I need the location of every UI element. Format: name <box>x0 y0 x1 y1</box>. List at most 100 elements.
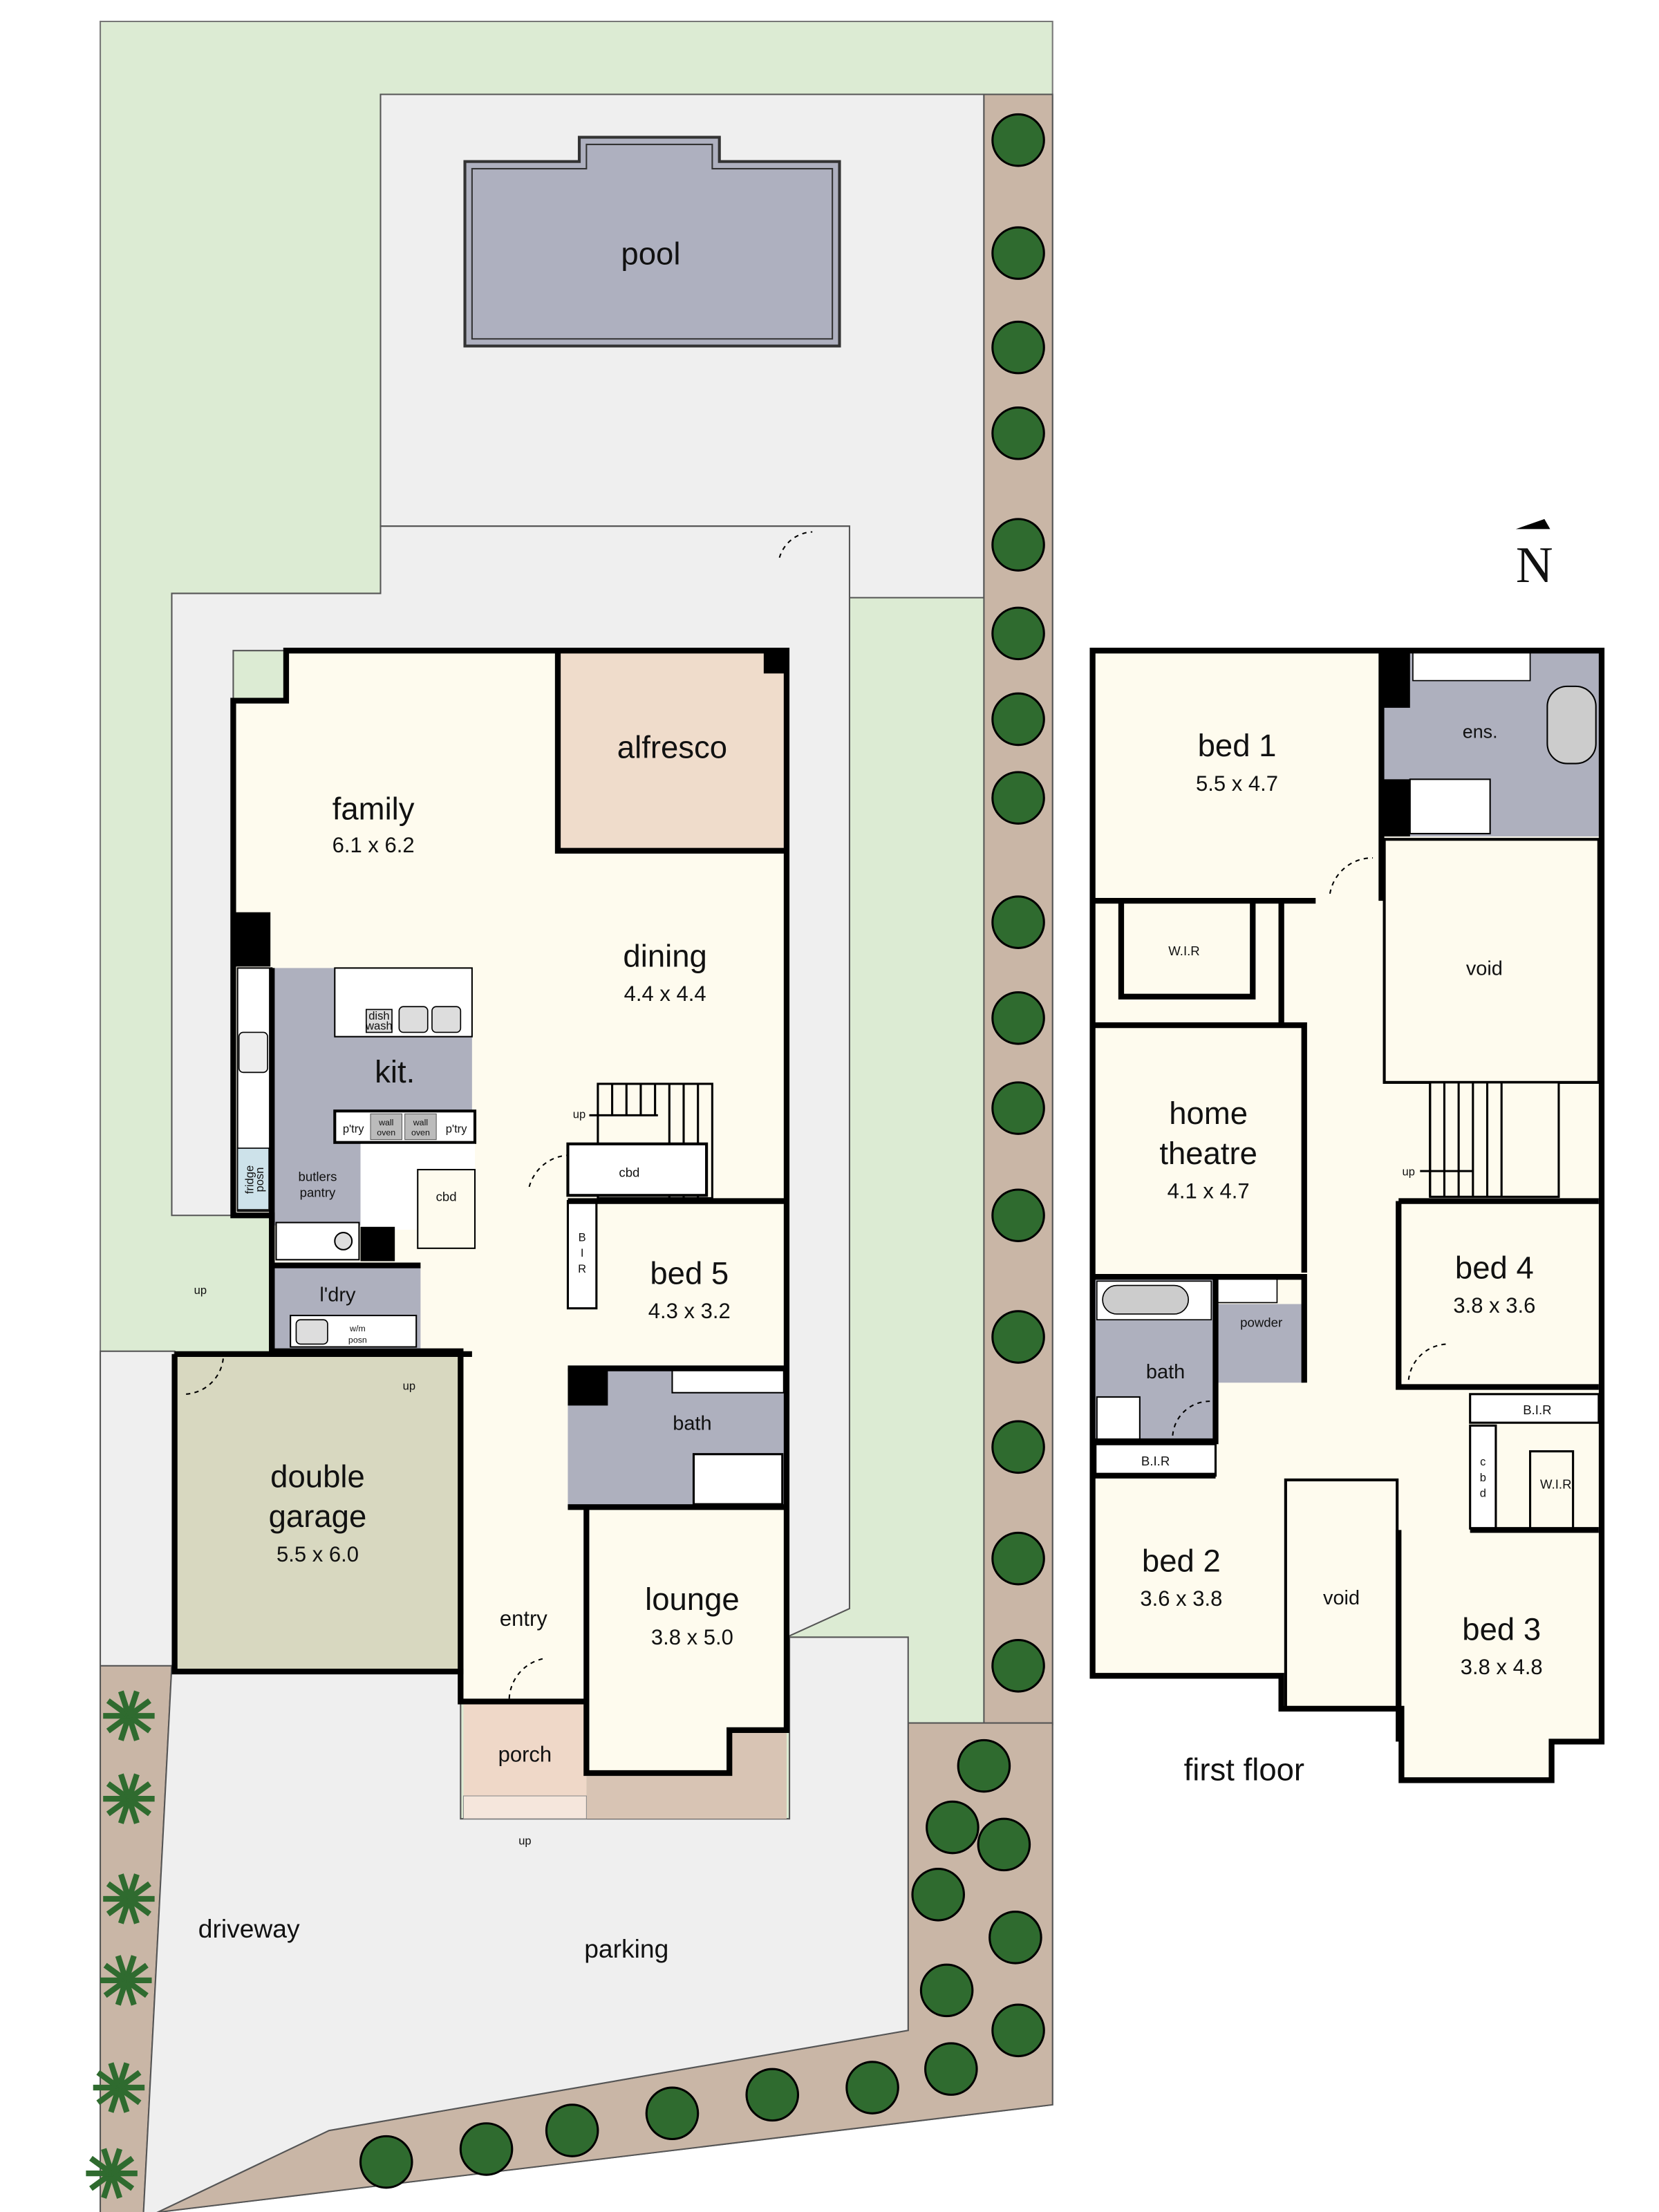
fridge-label-2: posn <box>253 1168 266 1192</box>
palm-icon <box>100 1955 152 2006</box>
stairs-up-label: up <box>573 1108 585 1121</box>
tree-icon <box>991 2003 1045 2058</box>
driveway-label: driveway <box>198 1914 300 1943</box>
tree-icon <box>991 895 1045 949</box>
wall-oven-label-1: wall <box>378 1118 393 1127</box>
wall-oven-label-3: wall <box>413 1118 428 1127</box>
bed2-bir-label: B.I.R <box>1141 1454 1170 1468</box>
tree-icon <box>991 1081 1045 1135</box>
garage-dims: 5.5 x 6.0 <box>276 1542 359 1566</box>
bed2-dims: 3.6 x 3.8 <box>1140 1586 1222 1611</box>
kitchen-label: kit. <box>375 1054 415 1089</box>
dishwasher-label-2: wash <box>365 1019 393 1032</box>
wm-label-1: w/m <box>349 1324 366 1333</box>
dining-dims: 4.4 x 4.4 <box>624 982 706 1006</box>
first-floor-walls <box>1089 648 1605 1783</box>
side-strip <box>100 1350 176 1669</box>
garage-label-2: garage <box>269 1499 367 1534</box>
cbd-c: c <box>1480 1455 1485 1468</box>
powder <box>1215 1304 1304 1383</box>
butlers-pantry-label-2: pantry <box>300 1185 336 1199</box>
tree-icon <box>991 1420 1045 1474</box>
pantry-left-label: p'try <box>343 1122 364 1135</box>
palm-icon <box>103 1690 155 1741</box>
lounge-dims: 3.8 x 5.0 <box>651 1625 733 1649</box>
parking-label: parking <box>584 1934 668 1963</box>
tree-icon <box>991 226 1045 280</box>
tree-icon <box>991 692 1045 747</box>
cbd-b: b <box>1480 1471 1486 1484</box>
bed5-bir-r: R <box>578 1262 586 1275</box>
void-top-label: void <box>1466 958 1503 980</box>
laundry-label: l'dry <box>319 1284 356 1306</box>
bed1-label: bed 1 <box>1198 728 1277 763</box>
pantry-right-label: p'try <box>446 1122 467 1135</box>
fridge-label-1: fridge <box>243 1165 256 1194</box>
stairs-first <box>1420 1081 1560 1198</box>
alfresco <box>557 650 787 851</box>
tree-icon <box>924 2042 978 2096</box>
home-theatre-label-2: theatre <box>1159 1136 1257 1171</box>
tree-icon <box>991 406 1045 460</box>
family-label: family <box>332 791 415 826</box>
ensuite-label: ens. <box>1463 721 1498 742</box>
first-floor-title: first floor <box>1184 1752 1304 1787</box>
north-label: N <box>1516 537 1553 594</box>
tree-icon <box>991 1188 1045 1243</box>
dining-label: dining <box>623 938 706 973</box>
bed5-bir-i: I <box>581 1246 584 1259</box>
landscaping <box>86 113 1045 2199</box>
fridge-position <box>236 1147 270 1210</box>
tree-icon <box>991 113 1045 167</box>
tree-icon <box>745 2068 800 2122</box>
tree-icon <box>991 1310 1045 1364</box>
cbd-d: d <box>1480 1487 1486 1500</box>
bed1-wir-label: W.I.R <box>1168 944 1200 958</box>
garage-up-label: up <box>403 1380 415 1393</box>
void-top <box>1382 838 1600 1084</box>
palm-icon <box>86 2148 138 2199</box>
stair-cbd-label: cbd <box>619 1165 639 1179</box>
tree-icon <box>991 320 1045 375</box>
tree-icon <box>991 1639 1045 1693</box>
bed3-dims: 3.8 x 4.8 <box>1461 1655 1543 1679</box>
tree-icon <box>845 2061 899 2115</box>
tree-icon <box>926 1800 980 1855</box>
bed4-dims: 3.8 x 3.6 <box>1453 1293 1535 1318</box>
ground-bath-label: bath <box>673 1413 711 1435</box>
palm-icon <box>103 1873 155 1924</box>
tree-icon <box>459 2122 514 2176</box>
family-dims: 6.1 x 6.2 <box>332 833 415 857</box>
entry-label: entry <box>500 1606 547 1631</box>
wm-label-2: posn <box>348 1335 367 1344</box>
north-compass: N <box>1515 518 1553 594</box>
wall-oven-label-4: oven <box>411 1127 430 1137</box>
bed5-dims: 4.3 x 3.2 <box>648 1299 731 1323</box>
side-up-label: up <box>194 1284 207 1297</box>
porch-label: porch <box>498 1742 552 1766</box>
bed3-wir-label: W.I.R <box>1540 1477 1572 1491</box>
tree-icon <box>991 991 1045 1045</box>
tree-icon <box>991 606 1045 661</box>
double-garage <box>174 1353 464 1672</box>
kitchen-cbd-label: cbd <box>436 1190 457 1204</box>
tree-icon <box>645 2086 700 2141</box>
cooktop <box>238 1031 268 1074</box>
wall-oven-label-2: oven <box>377 1127 395 1137</box>
powder-label: powder <box>1240 1315 1282 1330</box>
lounge-label: lounge <box>645 1582 740 1617</box>
palm-icon <box>103 1773 155 1824</box>
dishwasher-label-1: dish <box>368 1009 389 1022</box>
home-theatre-label-1: home <box>1169 1096 1248 1131</box>
butlers-pantry-label-1: butlers <box>299 1170 337 1184</box>
bed5-label: bed 5 <box>650 1256 729 1291</box>
tree-icon <box>977 1817 1031 1872</box>
tree-icon <box>919 1963 974 2018</box>
tree-icon <box>991 1531 1045 1586</box>
tree-icon <box>911 1868 965 1922</box>
porch-up-label: up <box>518 1834 531 1847</box>
tree-icon <box>991 518 1045 572</box>
pool <box>463 135 841 348</box>
tree-icon <box>957 1738 1011 1793</box>
